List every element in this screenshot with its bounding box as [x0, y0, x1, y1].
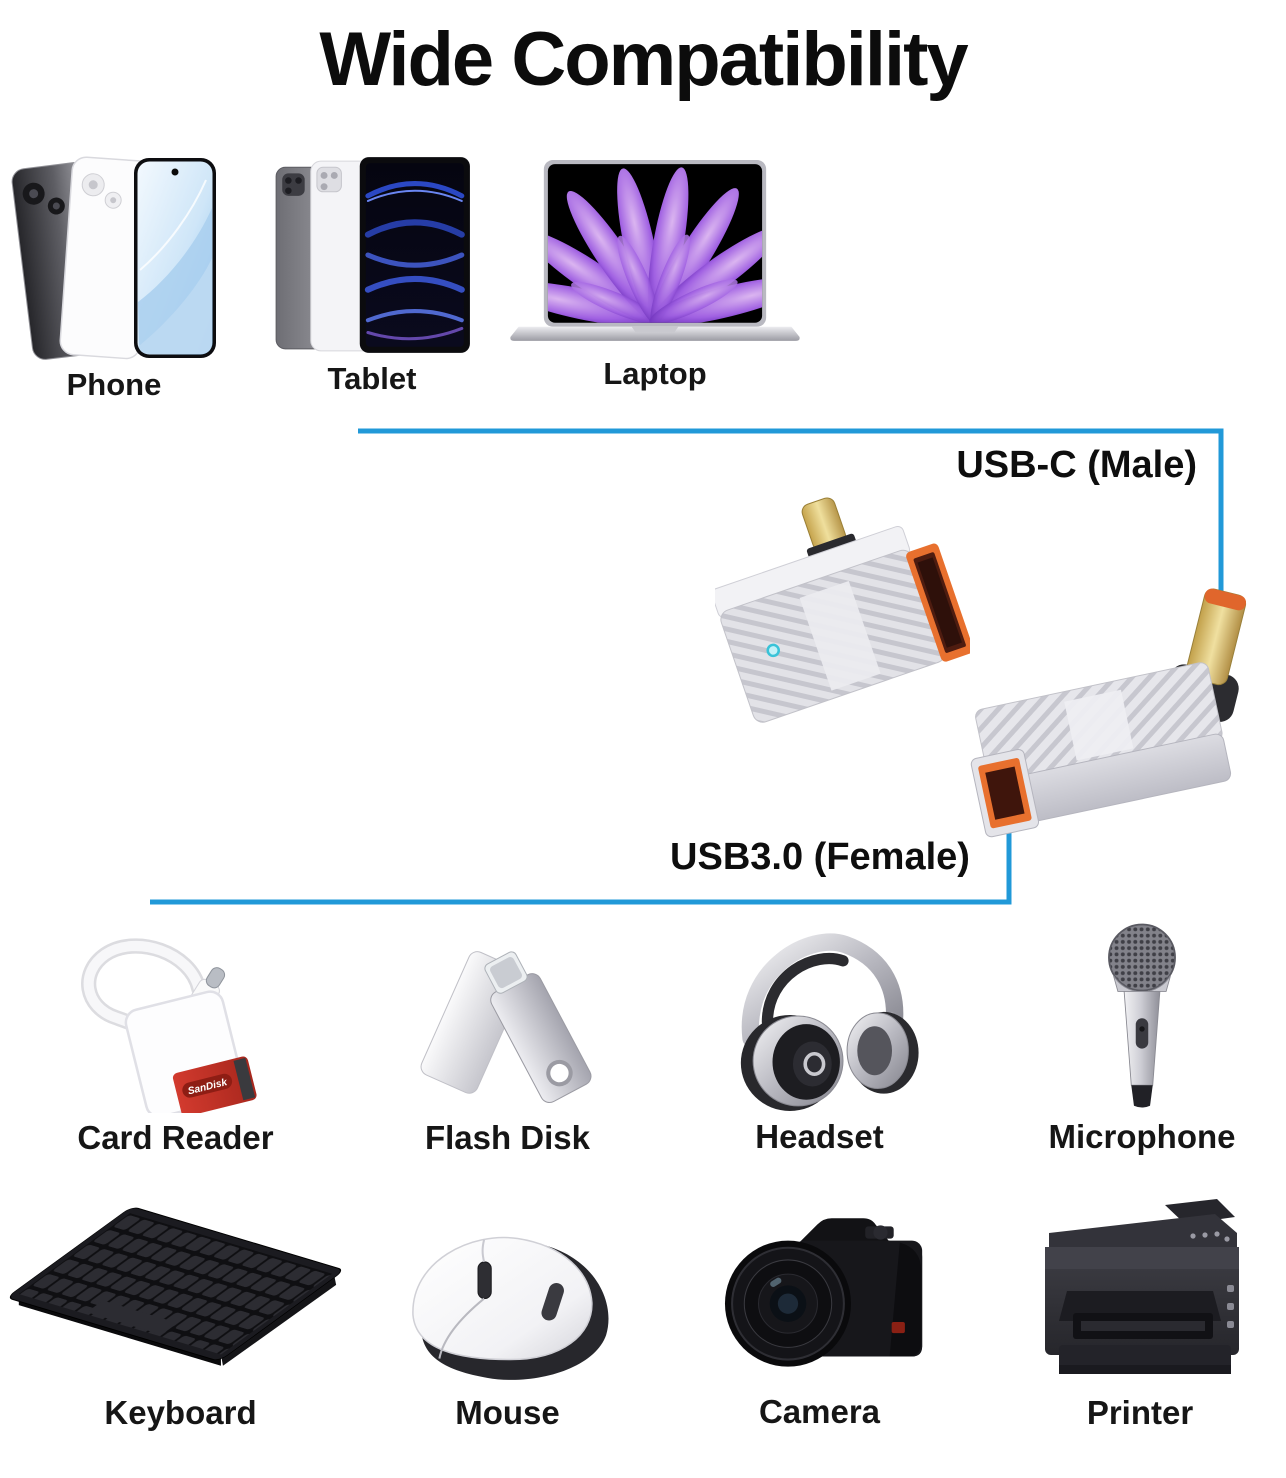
mouse-image — [412, 1236, 609, 1380]
drive-body — [484, 951, 592, 1104]
usb-a-port — [970, 749, 1040, 838]
headband-pad — [761, 952, 849, 1028]
headband — [741, 933, 904, 1048]
device-label-headset: Headset — [755, 1118, 884, 1155]
tablet-image — [275, 157, 470, 353]
camera-lens — [724, 1240, 852, 1367]
usb3-female-label: USB3.0 (Female) — [670, 836, 970, 878]
device-label-mouse: Mouse — [455, 1394, 560, 1431]
side-button — [541, 1282, 564, 1321]
device-label-microphone: Microphone — [1048, 1118, 1236, 1155]
tablet-figure: Tablet — [270, 153, 474, 397]
left-ear-cup — [740, 1014, 844, 1111]
adapter-top-view-image — [715, 497, 970, 723]
microphone-figure: Microphone — [1022, 920, 1262, 1156]
camera-image — [724, 1218, 923, 1367]
laptop-base — [510, 326, 800, 341]
device-label-flash-disk: Flash Disk — [424, 1119, 591, 1156]
device-label-laptop: Laptop — [603, 356, 707, 391]
card-reader-image: SanDisk — [81, 938, 257, 1113]
lanyard-hole — [546, 1059, 573, 1087]
phone-image — [11, 156, 216, 360]
camera-figure: Camera — [702, 1202, 937, 1431]
printer-body — [1045, 1199, 1239, 1374]
laptop-figure: Laptop — [498, 158, 812, 392]
laptop-screen — [543, 160, 767, 327]
laptop-image — [510, 160, 800, 341]
device-label-printer: Printer — [1086, 1394, 1194, 1431]
adapter-front-view-image — [970, 588, 1247, 838]
keyboard-image — [9, 1207, 342, 1366]
keyboard-body — [9, 1207, 342, 1361]
brand-badge — [891, 1321, 905, 1334]
mic-grille — [1108, 923, 1176, 992]
mic-switch — [1135, 1018, 1149, 1049]
phone-back-white — [59, 156, 153, 360]
device-label-card-reader: Card Reader — [77, 1119, 274, 1156]
usb-c-male-label: USB-C (Male) — [956, 444, 1197, 486]
device-label-phone: Phone — [66, 367, 162, 402]
led-indicator — [766, 643, 780, 658]
tablet-front — [359, 157, 470, 353]
paper-tray — [1059, 1345, 1231, 1369]
card-reader-figure: SanDisk Card Reader — [48, 928, 303, 1157]
device-label-camera: Camera — [758, 1393, 881, 1430]
headset-image — [740, 933, 919, 1111]
mic-tail — [1131, 1085, 1153, 1108]
flash-disk-image — [420, 951, 592, 1104]
printer-figure: Printer — [1015, 1196, 1265, 1432]
right-ear-cup — [846, 1011, 919, 1094]
mouse-shell — [412, 1236, 593, 1361]
page-title: Wide Compatibility — [319, 17, 968, 102]
printer-image — [1045, 1199, 1239, 1374]
microphone-image — [1108, 923, 1176, 1108]
adapter-body — [975, 662, 1232, 829]
mouse-figure: Mouse — [390, 1205, 625, 1432]
phone-front — [134, 158, 216, 358]
device-label-tablet: Tablet — [327, 361, 417, 396]
flash-disk-figure: Flash Disk — [390, 928, 625, 1157]
spacebar — [88, 1301, 177, 1335]
headset-figure: Headset — [712, 922, 927, 1156]
scroll-wheel — [477, 1261, 492, 1300]
usb-a-port — [906, 543, 970, 662]
sd-card: SanDisk — [172, 1056, 257, 1113]
keyboard-figure: Keyboard — [8, 1198, 353, 1432]
device-label-keyboard: Keyboard — [104, 1394, 257, 1431]
phone-figure: Phone — [8, 150, 220, 403]
adapter-body — [715, 525, 946, 723]
